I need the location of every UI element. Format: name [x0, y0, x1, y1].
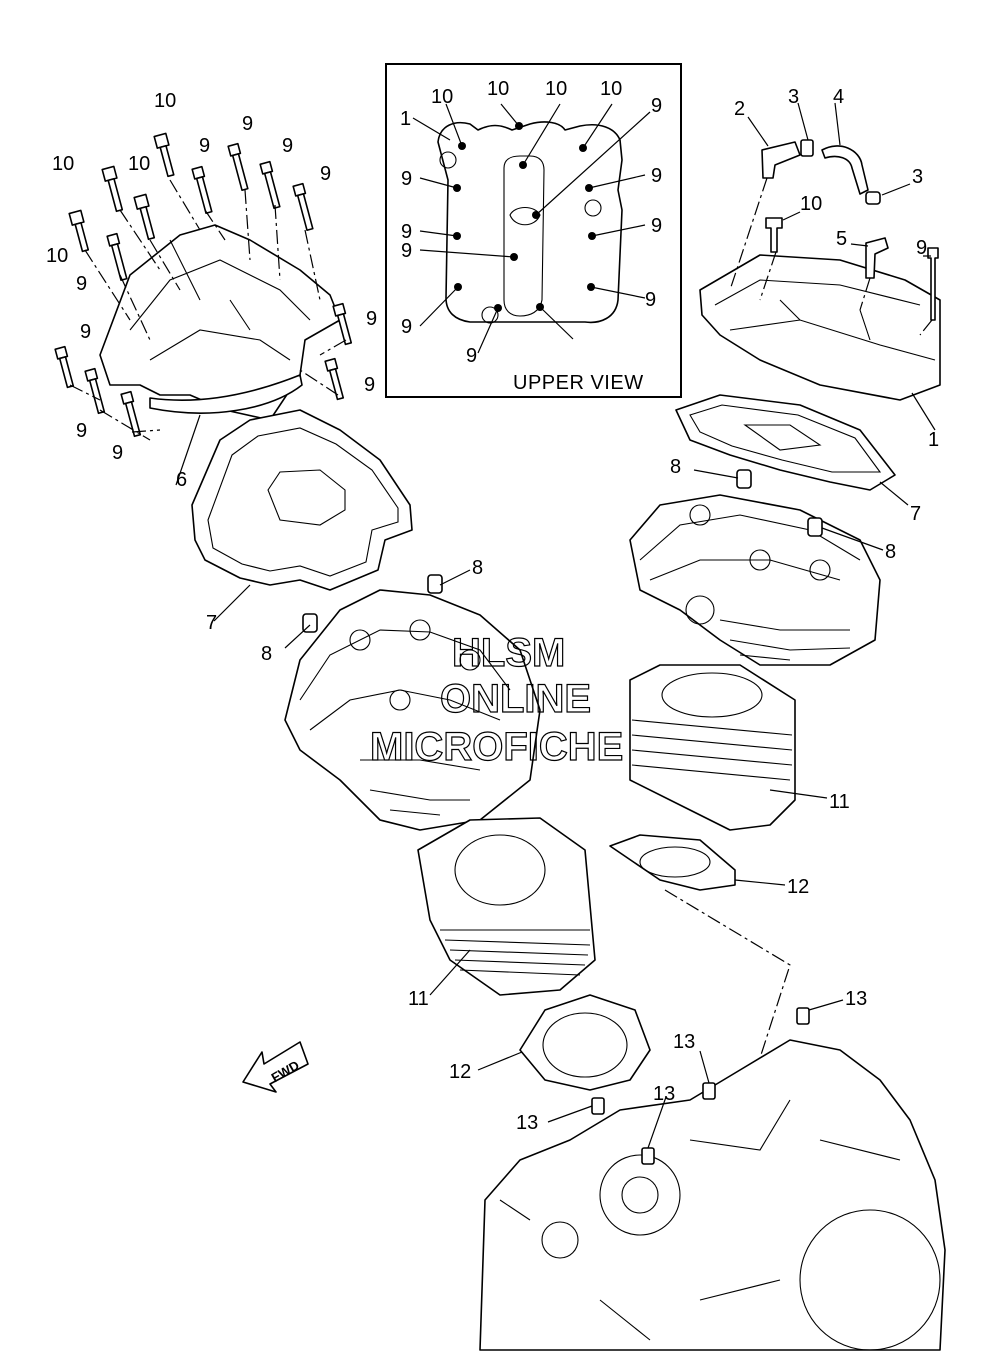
callout-11: 11: [408, 988, 429, 1010]
callout-1: 1: [928, 429, 939, 451]
callout-9: 9: [76, 420, 87, 442]
callout-13: 13: [845, 988, 867, 1010]
callout-9: 9: [364, 374, 375, 396]
callout-2: 2: [734, 98, 745, 120]
callout-9: 9: [320, 163, 331, 185]
left-bolts: 10 10 10 10 9 9 9 9 9 9 9 9 9 9 6: [46, 90, 377, 491]
upper-label: 9: [651, 165, 662, 187]
upper-label: 9: [651, 215, 662, 237]
callout-12: 12: [449, 1061, 471, 1083]
watermark-line: HLSM: [452, 631, 565, 675]
callout-9: 9: [242, 113, 253, 135]
upper-label: 10: [600, 78, 622, 100]
right-cylinder: 11: [629, 664, 850, 831]
callout-10: 10: [52, 153, 74, 175]
callout-9: 9: [916, 237, 927, 259]
upper-label: 9: [651, 95, 662, 117]
callout-9: 9: [76, 273, 87, 295]
upper-view-title: UPPER VIEW: [513, 372, 644, 394]
callout-5: 5: [836, 228, 847, 250]
upper-label: 9: [401, 240, 412, 262]
upper-label: 1: [400, 108, 411, 130]
left-cylinder: 11: [408, 817, 596, 1010]
upper-view-inset: 1 10 10 10 10 9 9 9 9 9 9 9 9 9 UPPER VI…: [385, 63, 682, 398]
upper-label: 10: [545, 78, 567, 100]
fwd-arrow-icon: FWD: [242, 1041, 309, 1093]
watermark-line: MICROFICHE: [370, 725, 623, 769]
callout-8: 8: [472, 557, 483, 579]
watermark-line: ONLINE: [440, 677, 591, 721]
callout-10: 10: [46, 245, 68, 267]
upper-label: 9: [401, 316, 412, 338]
callout-10: 10: [154, 90, 176, 112]
upper-label: 9: [401, 168, 412, 190]
callout-8: 8: [885, 541, 896, 563]
callout-13: 13: [673, 1031, 695, 1053]
callout-9: 9: [112, 442, 123, 464]
upper-label: 9: [466, 345, 477, 367]
left-cylinder-head: 8 8: [261, 557, 541, 831]
callout-9: 9: [366, 308, 377, 330]
watermark: HLSM ONLINE MICROFICHE: [369, 630, 624, 769]
left-base-gasket: 12: [449, 994, 651, 1091]
upper-label: 10: [431, 86, 453, 108]
left-gasket: 7: [191, 409, 413, 634]
callout-4: 4: [833, 86, 844, 108]
right-gasket: 7: [675, 394, 921, 525]
callout-8: 8: [261, 643, 272, 665]
upper-label: 9: [401, 221, 412, 243]
right-fittings: 2 3 4 3 10 5 9: [729, 86, 939, 336]
callout-7: 7: [910, 503, 921, 525]
callout-8: 8: [670, 456, 681, 478]
callout-12: 12: [787, 876, 809, 898]
callout-13: 13: [653, 1083, 675, 1105]
left-rocker-cover: [99, 224, 341, 421]
callout-6: 6: [176, 469, 187, 491]
callout-3: 3: [788, 86, 799, 108]
callout-13: 13: [516, 1112, 538, 1134]
callout-9: 9: [80, 321, 91, 343]
callout-7: 7: [206, 612, 217, 634]
callout-11: 11: [829, 791, 850, 813]
callout-10: 10: [128, 153, 150, 175]
crankcase: 13 13 13 13: [479, 988, 946, 1351]
upper-label: 10: [487, 78, 509, 100]
callout-10: 10: [800, 193, 822, 215]
callout-3: 3: [912, 166, 923, 188]
upper-label: 9: [645, 289, 656, 311]
callout-9: 9: [282, 135, 293, 157]
right-rocker-cover: 1: [699, 254, 941, 451]
right-cylinder-head: 8 8: [629, 456, 896, 666]
callout-9: 9: [199, 135, 210, 157]
